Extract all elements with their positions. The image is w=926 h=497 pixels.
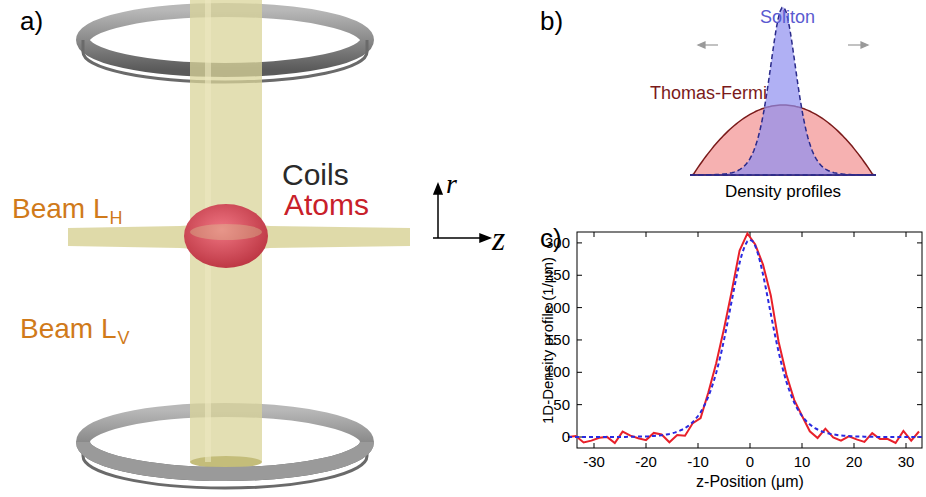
part-name: Coils (282, 160, 349, 190)
tick-label: 30 (898, 454, 915, 469)
tick-label: 0 (746, 454, 754, 469)
beam-subscript: V (118, 329, 130, 347)
curve-name: Soliton (760, 8, 815, 26)
beam-overlap (190, 224, 262, 240)
density-plot (568, 232, 922, 448)
tick-label: -10 (687, 454, 709, 469)
axis-symbol: z (492, 222, 505, 256)
panel-letter: a) (20, 8, 43, 34)
tick-label: -20 (635, 454, 657, 469)
tick-label: 300 (545, 235, 570, 250)
beam-subscript: H (110, 209, 123, 227)
tick-label: 150 (545, 332, 570, 347)
tick-label: -30 (583, 454, 605, 469)
vertical-beam (190, 0, 262, 468)
axis-label: z-Position (μm) (696, 474, 804, 490)
part-name: Atoms (284, 190, 369, 220)
tick-label: 250 (545, 267, 570, 282)
bottom-coil-front (83, 442, 367, 474)
atom-cloud (184, 204, 268, 268)
tick-label: 10 (794, 454, 811, 469)
tick-label: 50 (553, 397, 570, 412)
tick-label: 200 (545, 300, 570, 315)
tick-label: 100 (545, 364, 570, 379)
plot-caption: Density profiles (725, 183, 841, 200)
tick-label: 20 (846, 454, 863, 469)
axes-arrows (433, 184, 490, 242)
axis-symbol: r (446, 170, 457, 198)
curve-name: Thomas-Fermi (650, 84, 767, 102)
tick-label: 0 (562, 429, 570, 444)
beam-name: Beam L (12, 195, 109, 223)
beam-name: Beam L (20, 315, 117, 343)
panel-letter: b) (540, 8, 563, 34)
